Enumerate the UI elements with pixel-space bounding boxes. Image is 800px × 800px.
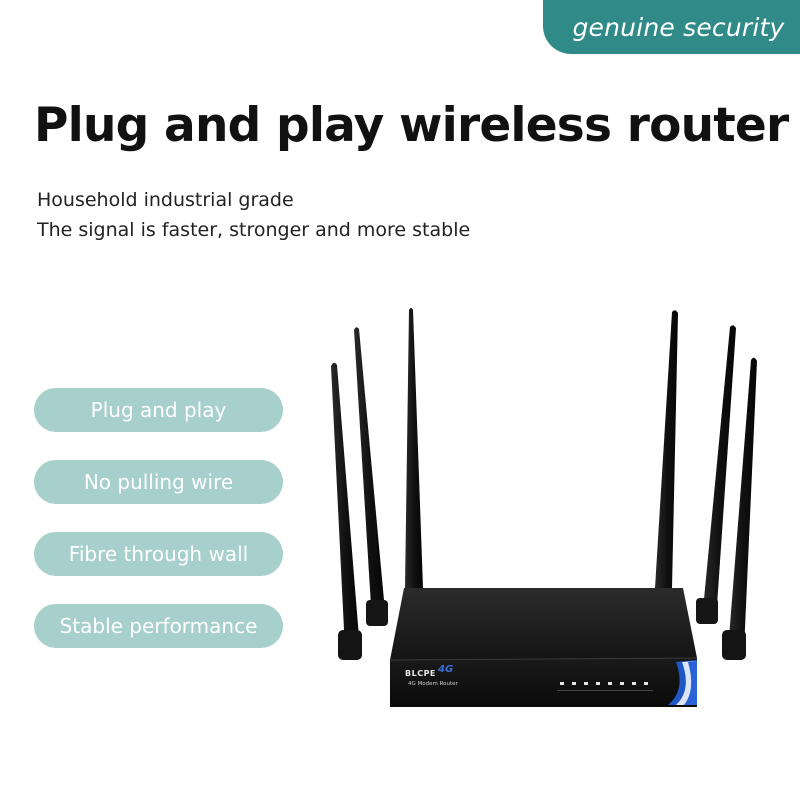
antenna-back-right [655,310,678,588]
feature-pill-plug-and-play: Plug and play [34,388,283,432]
antenna-front-right [722,357,757,660]
antenna-back-left [405,308,423,588]
antenna-mid-left [354,327,388,626]
genuine-security-badge: genuine security [543,0,800,54]
antenna-mid-right [696,325,736,624]
router-image [331,308,757,707]
router-model-label: 4G Modem Router [408,681,458,687]
router-4g-label: 4G [438,664,454,675]
feature-pill-no-pulling-wire: No pulling wire [34,460,283,504]
subtitle-line-2: The signal is faster, stronger and more … [37,219,471,241]
badge-text: genuine security [572,12,785,42]
antenna-front-left [331,362,362,660]
page-title: Plug and play wireless router [34,98,789,153]
feature-pill-stable-performance: Stable performance [34,604,283,648]
feature-pill-fibre-through-wall: Fibre through wall [34,532,283,576]
indicator-lights [557,682,653,691]
subtitle-line-1: Household industrial grade [37,189,294,211]
router-body [389,588,698,707]
router-brand-label: BLCPE [405,669,436,678]
